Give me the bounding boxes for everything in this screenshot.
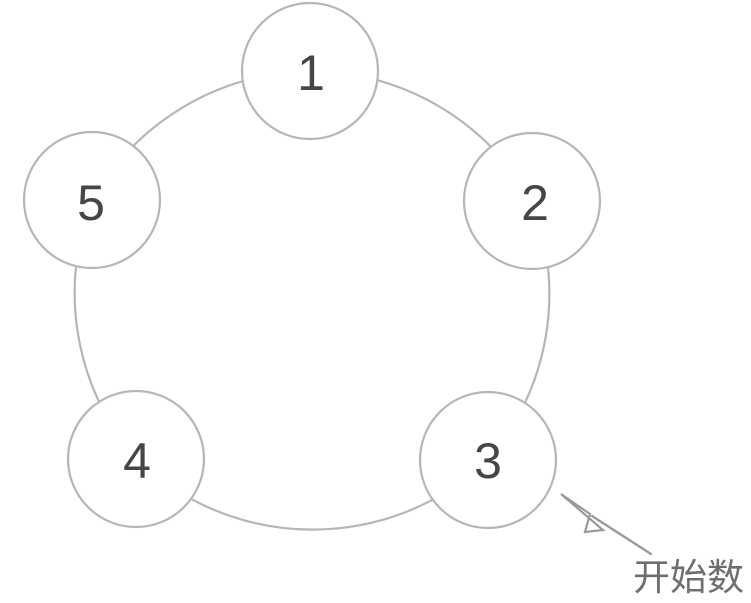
start-annotation-label: 开始数	[633, 557, 744, 598]
node-2[interactable]: 2	[462, 131, 602, 271]
node-5[interactable]: 5	[22, 130, 162, 270]
node-1[interactable]: 1	[240, 1, 380, 141]
node-5-label: 5	[77, 175, 105, 231]
node-2-label: 2	[521, 175, 549, 231]
node-1-circle[interactable]	[240, 1, 380, 141]
start-pointer-arrowhead	[560, 493, 606, 534]
node-3-circle[interactable]	[418, 390, 558, 530]
node-4[interactable]: 4	[66, 389, 206, 529]
node-4-circle[interactable]	[66, 389, 206, 529]
node-1-label: 1	[297, 45, 325, 101]
node-3[interactable]: 3	[418, 390, 558, 530]
node-2-circle[interactable]	[462, 131, 602, 271]
start-pointer-annotation	[560, 493, 653, 556]
node-5-circle[interactable]	[22, 130, 162, 270]
start-pointer-line	[590, 514, 653, 556]
node-4-label: 4	[123, 433, 151, 489]
node-3-label: 3	[474, 433, 502, 489]
